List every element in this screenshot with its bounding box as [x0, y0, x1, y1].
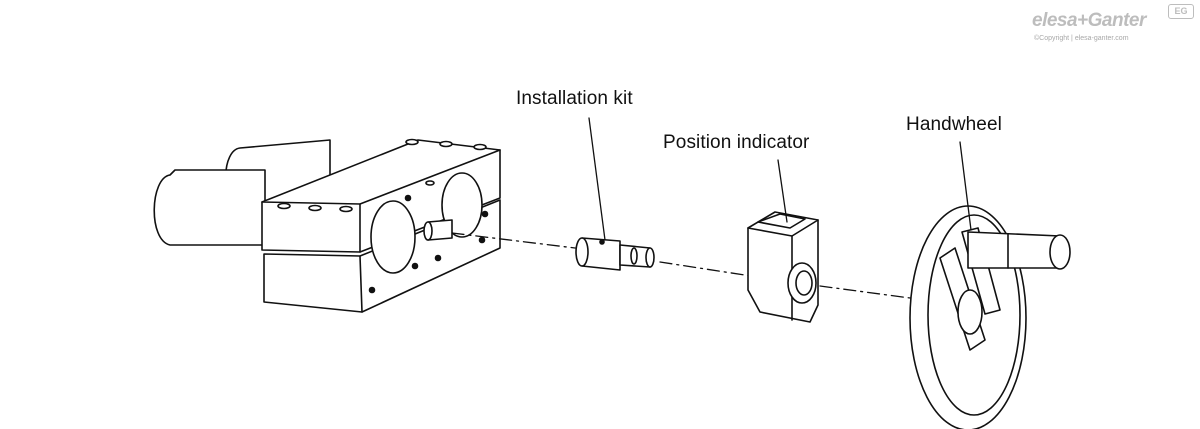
handwheel-part — [909, 205, 1071, 429]
logo-brand-text: elesa+Ganter — [1032, 10, 1146, 31]
logo-badge: EG — [1168, 4, 1194, 19]
logo-copyright: ©Copyright | elesa-ganter.com — [1034, 35, 1129, 42]
position-indicator-part — [747, 211, 819, 323]
axis-line — [451, 232, 926, 301]
handwheel-label: Handwheel — [906, 114, 1002, 135]
elesa-ganter-logo: elesa+Ganter EG ©Copyright | elesa-gante… — [1028, 4, 1196, 48]
leader-position-indicator — [777, 159, 788, 223]
installation-kit-part — [575, 237, 655, 271]
position-indicator-label: Position indicator — [663, 132, 810, 153]
installation-kit-label: Installation kit — [516, 88, 633, 109]
shaft-housing-assembly — [153, 138, 501, 313]
leader-installation-kit — [588, 117, 606, 241]
leader-handwheel — [959, 141, 972, 231]
